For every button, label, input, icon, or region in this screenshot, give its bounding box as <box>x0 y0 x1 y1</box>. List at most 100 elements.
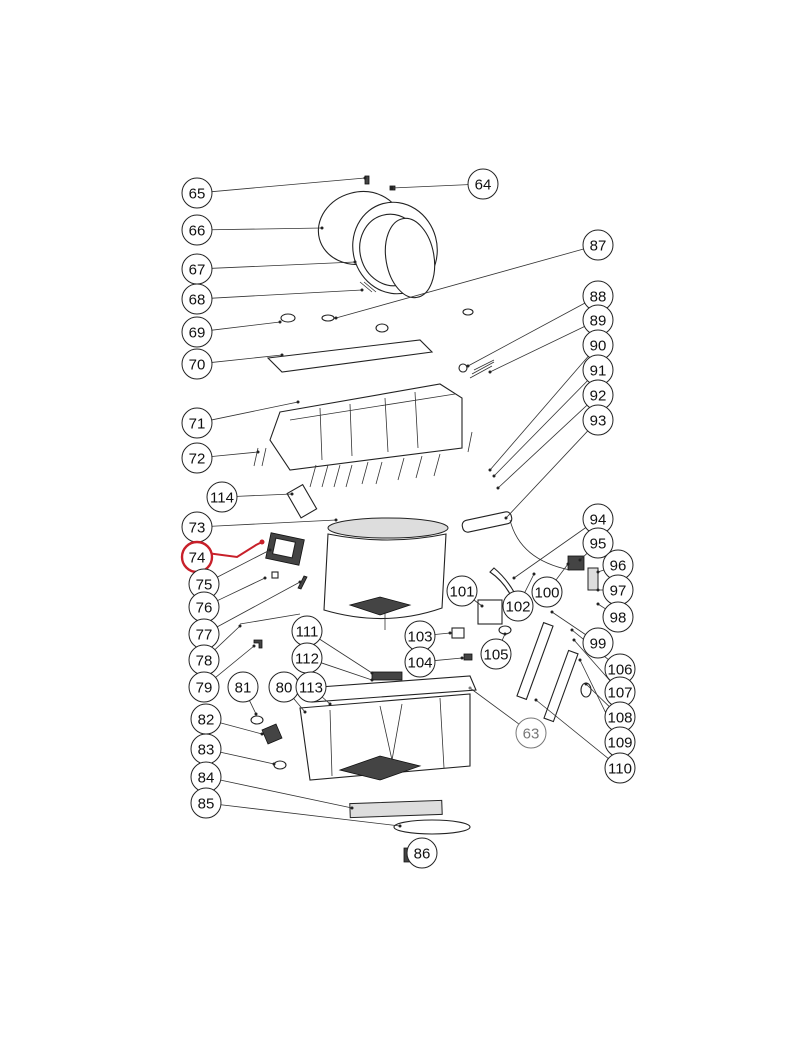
tub-ribs <box>289 391 456 461</box>
callout-109[interactable]: 109 <box>604 726 636 758</box>
callout-76[interactable]: 76 <box>188 591 220 623</box>
callout-number: 101 <box>449 584 474 601</box>
leader-arrow-91 <box>492 474 496 478</box>
callout-number: 85 <box>198 796 215 813</box>
callout-80[interactable]: 80 <box>268 671 300 703</box>
callout-92[interactable]: 92 <box>582 379 614 411</box>
leader-line-79 <box>215 645 255 678</box>
callout-70[interactable]: 70 <box>181 348 213 380</box>
leader-arrow-70 <box>280 353 284 357</box>
callout-82[interactable]: 82 <box>190 703 222 735</box>
callout-85[interactable]: 85 <box>190 787 222 819</box>
callout-84[interactable]: 84 <box>190 761 222 793</box>
bolt-head-part <box>375 323 389 333</box>
callout-95[interactable]: 95 <box>582 527 614 559</box>
callout-97[interactable]: 97 <box>602 574 634 606</box>
callout-75[interactable]: 75 <box>188 568 220 600</box>
callout-81[interactable]: 81 <box>227 671 259 703</box>
callout-number: 63 <box>523 726 540 743</box>
callout-circle <box>446 575 478 607</box>
callout-number: 90 <box>590 338 607 355</box>
callout-circle <box>181 283 213 315</box>
leader-arrow-77 <box>298 580 302 584</box>
callout-98[interactable]: 98 <box>602 601 634 633</box>
callout-110[interactable]: 110 <box>604 752 636 784</box>
callout-108[interactable]: 108 <box>604 701 636 733</box>
leader-line-99 <box>551 611 586 635</box>
leader-arrow-99 <box>550 610 554 614</box>
drain-pump-part <box>261 723 283 745</box>
callout-circle <box>181 177 213 209</box>
callout-99[interactable]: 99 <box>582 627 614 659</box>
leader-line-69 <box>211 321 281 331</box>
callout-88[interactable]: 88 <box>582 280 614 312</box>
callout-69[interactable]: 69 <box>181 316 213 348</box>
drum-spider <box>348 596 412 616</box>
callout-circle <box>480 638 512 670</box>
callout-number: 108 <box>607 710 632 727</box>
callout-number: 67 <box>189 262 206 279</box>
callout-number: 104 <box>407 655 432 672</box>
leader-line-113 <box>321 696 331 705</box>
leader-arrow-64 <box>390 186 394 190</box>
callout-105[interactable]: 105 <box>480 638 512 670</box>
callout-78[interactable]: 78 <box>188 644 220 676</box>
callout-64[interactable]: 64 <box>467 168 499 200</box>
callout-number: 77 <box>196 627 213 644</box>
callout-112[interactable]: 112 <box>291 642 323 674</box>
callout-114[interactable]: 114 <box>206 481 238 513</box>
callout-65[interactable]: 65 <box>181 177 213 209</box>
callout-87[interactable]: 87 <box>582 229 614 261</box>
leader-line-104 <box>434 657 463 661</box>
leader-arrow-85 <box>398 824 402 828</box>
leader-line-68 <box>211 289 363 299</box>
callout-circle <box>295 671 327 703</box>
callout-72[interactable]: 72 <box>181 442 213 474</box>
callout-113[interactable]: 113 <box>295 671 327 703</box>
leader-line-71 <box>211 401 299 421</box>
callout-104[interactable]: 104 <box>404 646 436 678</box>
leader-arrow-95 <box>578 558 582 562</box>
leader-arrow-79 <box>252 644 256 648</box>
callout-103[interactable]: 103 <box>404 620 436 652</box>
callout-74[interactable]: 74 <box>180 540 214 574</box>
leader-line-102 <box>524 573 535 593</box>
callout-number: 75 <box>196 577 213 594</box>
callout-101[interactable]: 101 <box>446 575 478 607</box>
leader-line-64 <box>391 184 469 189</box>
callout-circle <box>181 442 213 474</box>
callout-111[interactable]: 111 <box>291 615 323 647</box>
callout-91[interactable]: 91 <box>582 354 614 386</box>
leader-arrow-112 <box>370 678 374 682</box>
callout-86[interactable]: 86 <box>406 837 438 869</box>
callout-102[interactable]: 102 <box>502 590 534 622</box>
callout-93[interactable]: 93 <box>582 404 614 436</box>
drum-top-part <box>327 517 449 539</box>
callout-number: 70 <box>189 357 206 374</box>
leader-line-63 <box>469 687 520 725</box>
callout-79[interactable]: 79 <box>188 671 220 703</box>
callout-90[interactable]: 90 <box>582 329 614 361</box>
leader-line-72 <box>211 451 259 457</box>
damper-part <box>461 511 513 533</box>
leader-arrow-92 <box>496 486 500 490</box>
callout-107[interactable]: 107 <box>604 676 636 708</box>
callout-number: 78 <box>196 653 213 670</box>
callout-68[interactable]: 68 <box>181 283 213 315</box>
leader-arrow-69 <box>278 320 282 324</box>
callout-89[interactable]: 89 <box>582 304 614 336</box>
callout-83[interactable]: 83 <box>190 733 222 765</box>
leader-arrow-103 <box>448 631 452 635</box>
callout-circle <box>582 229 614 261</box>
callout-67[interactable]: 67 <box>181 253 213 285</box>
bottom-ring-part <box>393 819 471 835</box>
callout-73[interactable]: 73 <box>181 511 213 543</box>
callout-number: 87 <box>590 238 607 255</box>
callout-63[interactable]: 63 <box>515 717 547 749</box>
callout-circle <box>181 214 213 246</box>
small-clip-part <box>271 571 279 579</box>
callout-66[interactable]: 66 <box>181 214 213 246</box>
callout-100[interactable]: 100 <box>531 576 563 608</box>
callout-71[interactable]: 71 <box>181 407 213 439</box>
